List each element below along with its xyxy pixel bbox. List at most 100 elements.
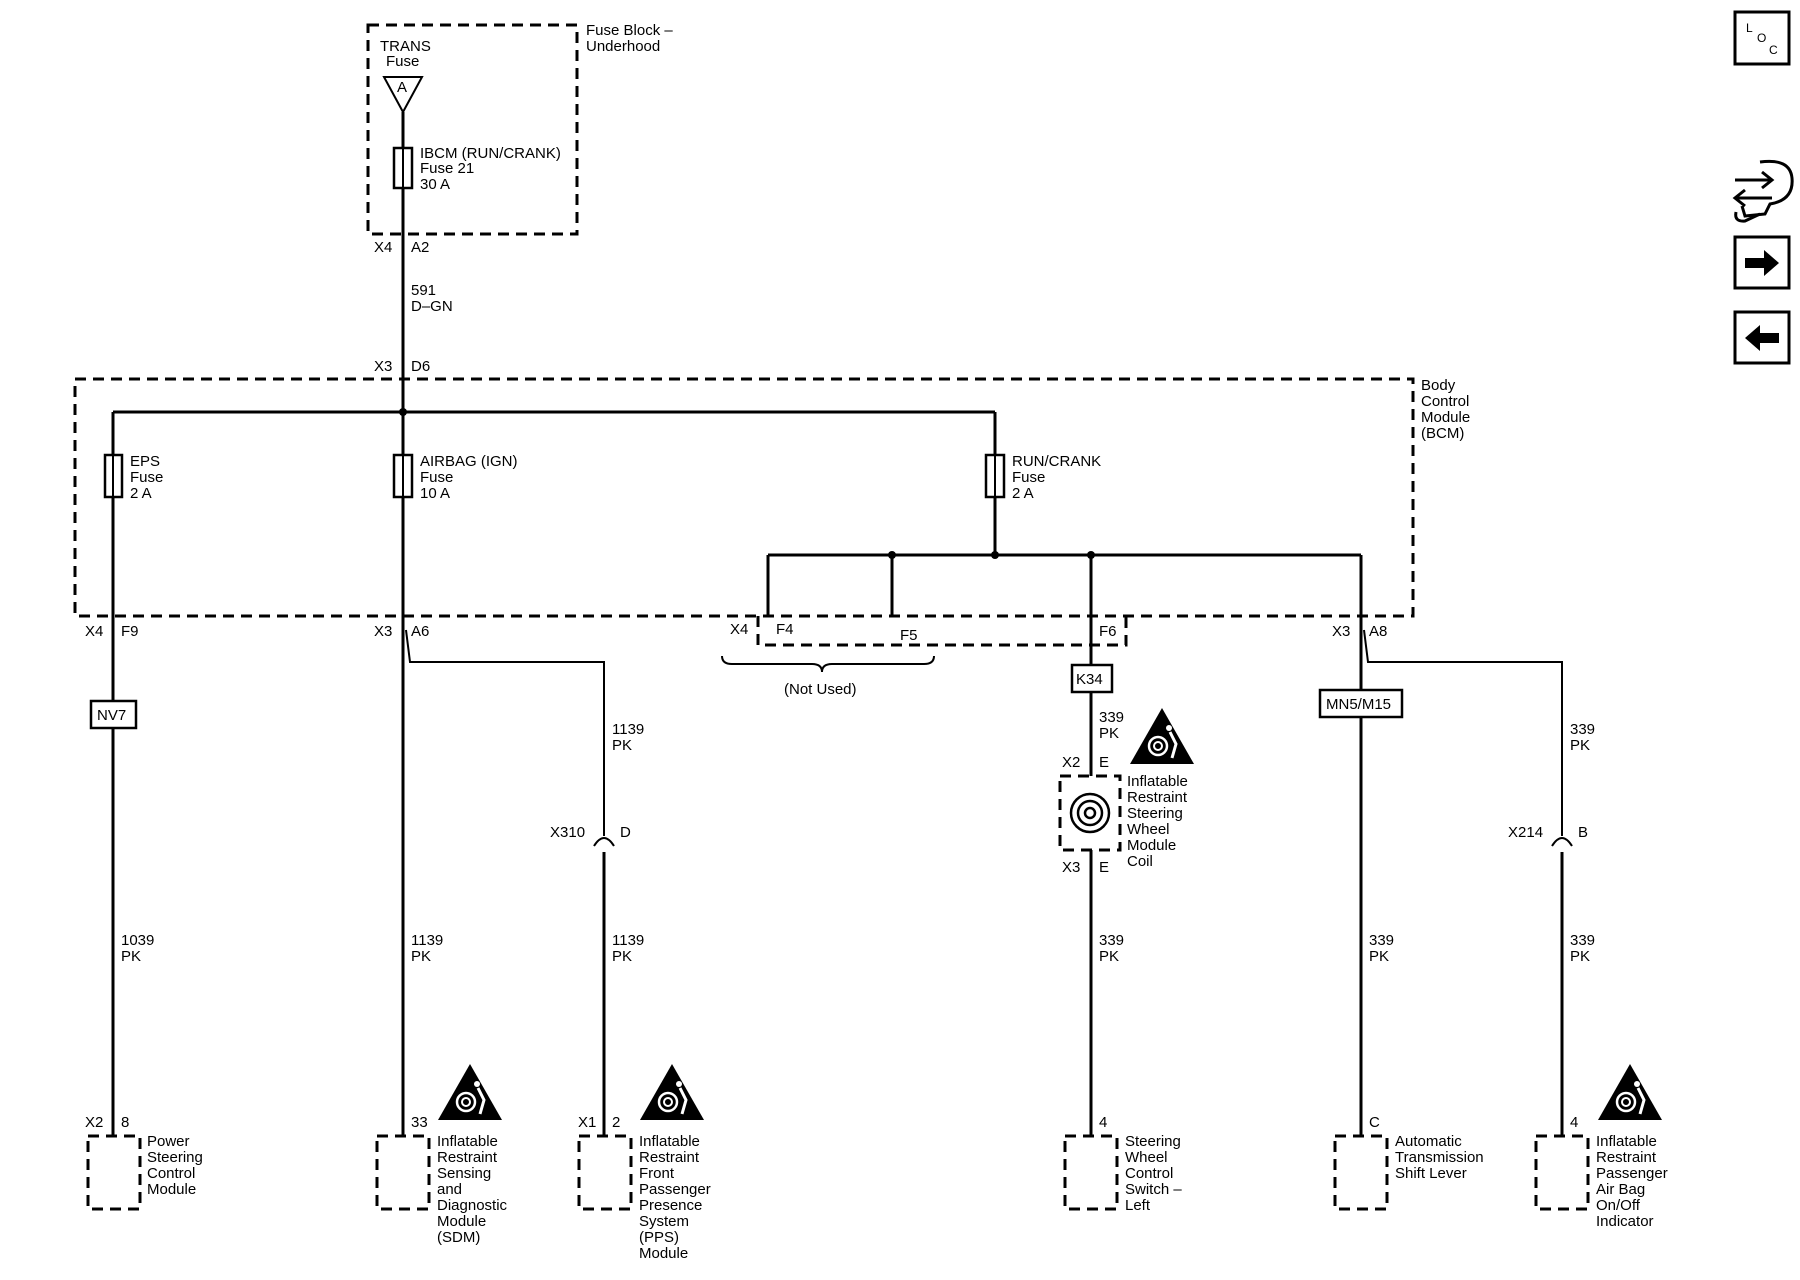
pscm-label-1: Power bbox=[147, 1133, 190, 1150]
pin-f6: F6 bbox=[1099, 623, 1117, 640]
pps-conn: X1 bbox=[578, 1114, 596, 1131]
swcs-label-2: Wheel bbox=[1125, 1149, 1168, 1166]
pps-label-4: Passenger bbox=[639, 1181, 711, 1198]
coil-spiral-icon bbox=[1069, 792, 1111, 834]
wire-1039-color: PK bbox=[121, 948, 141, 965]
fuse-block-title-2: Underhood bbox=[586, 38, 660, 55]
swcs-label-5: Left bbox=[1125, 1197, 1151, 1214]
fuse-block-outline bbox=[366, 23, 579, 236]
pin-f9: F9 bbox=[121, 623, 139, 640]
nv7-option-box bbox=[89, 699, 138, 730]
pin-f5: F5 bbox=[900, 627, 918, 644]
x310-name: X310 bbox=[550, 824, 585, 841]
coil-label-1: Inflatable bbox=[1127, 773, 1188, 790]
coil-bot-pin: E bbox=[1099, 859, 1109, 876]
pin-f9-conn: X4 bbox=[85, 623, 103, 640]
airbag-fuse-label-1: AIRBAG (IGN) bbox=[420, 453, 518, 470]
swcs-label-4: Switch – bbox=[1125, 1181, 1182, 1198]
not-used-label: (Not Used) bbox=[784, 681, 857, 698]
wire-591-color: D–GN bbox=[411, 298, 453, 315]
pps-airbag-warning-icon bbox=[638, 1062, 706, 1122]
wire-339a-color: PK bbox=[1099, 725, 1119, 742]
pin-a6: A6 bbox=[411, 623, 429, 640]
connector-wrench-icon[interactable] bbox=[1732, 159, 1794, 223]
runcrank-fuse-label-2: Fuse bbox=[1012, 469, 1045, 486]
trans-fuse-label-1: TRANS bbox=[380, 38, 431, 55]
fuse-block-conn: X4 bbox=[374, 239, 392, 256]
wire-1139b-circuit: 1139 bbox=[612, 721, 644, 738]
coil-top-conn: X2 bbox=[1062, 754, 1080, 771]
pps-pin: 2 bbox=[612, 1114, 620, 1131]
pps-label-5: Presence bbox=[639, 1197, 702, 1214]
wire-1139a-circuit: 1139 bbox=[411, 932, 443, 949]
eps-fuse-label-2: Fuse bbox=[130, 469, 163, 486]
coil-airbag-warning-icon bbox=[1128, 706, 1196, 766]
pps-label-3: Front bbox=[639, 1165, 675, 1182]
pai-label-5: On/Off bbox=[1596, 1197, 1641, 1214]
wire-339e-color: PK bbox=[1570, 948, 1590, 965]
pai-pin: 4 bbox=[1570, 1114, 1578, 1131]
bcm-in-pin: D6 bbox=[411, 358, 430, 375]
eps-fuse-label-3: 2 A bbox=[130, 485, 152, 502]
pin-f4-conn: X4 bbox=[730, 621, 748, 638]
coil-spiral-core bbox=[1083, 806, 1097, 820]
wire-339c-circuit: 339 bbox=[1369, 932, 1394, 949]
sdm-label-2: Restraint bbox=[437, 1149, 498, 1166]
runcrank-splice-2 bbox=[991, 551, 999, 559]
wire-339d-color: PK bbox=[1570, 737, 1590, 754]
pin-a8: A8 bbox=[1369, 623, 1387, 640]
runcrank-fuse-label-1: RUN/CRANK bbox=[1012, 453, 1101, 470]
swcs-label-1: Steering bbox=[1125, 1133, 1181, 1150]
atsl-label-2: Transmission bbox=[1395, 1149, 1484, 1166]
loc-letter-c: C bbox=[1769, 43, 1778, 57]
coil-top-pin: E bbox=[1099, 754, 1109, 771]
ibcm-fuse-label-2: Fuse 21 bbox=[420, 160, 474, 177]
sdm-label-4: and bbox=[437, 1181, 462, 1198]
pps-label-7: (PPS) bbox=[639, 1229, 679, 1246]
trans-fuse-label-2: Fuse bbox=[386, 53, 419, 70]
pscm-outline bbox=[86, 1134, 142, 1211]
swcs-pin: 4 bbox=[1099, 1114, 1107, 1131]
coil-bot-conn: X3 bbox=[1062, 859, 1080, 876]
arrow-right-icon[interactable] bbox=[1733, 235, 1791, 290]
sdm-label-1: Inflatable bbox=[437, 1133, 498, 1150]
pps-label-2: Restraint bbox=[639, 1149, 700, 1166]
pin-f4: F4 bbox=[776, 621, 794, 638]
trans-fuse-triangle bbox=[382, 76, 424, 115]
airbag-fuse-label-3: 10 A bbox=[420, 485, 450, 502]
ibcm-fuse-label-1: IBCM (RUN/CRANK) bbox=[420, 145, 561, 162]
wire-1139c-color: PK bbox=[612, 948, 632, 965]
bcm-outline bbox=[73, 377, 1415, 618]
coil-spiral-inner bbox=[1076, 799, 1104, 827]
x214-connector-symbol bbox=[1551, 837, 1573, 847]
pps-label-8: Module bbox=[639, 1245, 688, 1262]
pscm-label-4: Module bbox=[147, 1181, 196, 1198]
eps-fuse-label-1: EPS bbox=[130, 453, 160, 470]
pai-outline bbox=[1534, 1134, 1590, 1211]
x310-connector-symbol bbox=[593, 837, 615, 847]
x310-pin: D bbox=[620, 824, 631, 841]
pai-label-6: Indicator bbox=[1596, 1213, 1654, 1230]
runcrank-fuse-label-3: 2 A bbox=[1012, 485, 1034, 502]
bcm-in-conn: X3 bbox=[374, 358, 392, 375]
sdm-outline bbox=[375, 1134, 431, 1211]
coil-outline bbox=[1058, 774, 1122, 852]
loc-icon[interactable]: L O C bbox=[1733, 10, 1791, 66]
airbag-fuse-label-2: Fuse bbox=[420, 469, 453, 486]
pin-a8-conn: X3 bbox=[1332, 623, 1350, 640]
mn5-option-label: MN5/M15 bbox=[1326, 696, 1391, 713]
coil-label-3: Steering bbox=[1127, 805, 1183, 822]
fuse-block-title-1: Fuse Block – bbox=[586, 22, 673, 39]
arrow-left-icon[interactable] bbox=[1733, 310, 1791, 365]
coil-label-5: Module bbox=[1127, 837, 1176, 854]
wire-339e-circuit: 339 bbox=[1570, 932, 1595, 949]
sdm-pin: 33 bbox=[411, 1114, 428, 1131]
coil-label-6: Coil bbox=[1127, 853, 1153, 870]
wire-1039-circuit: 1039 bbox=[121, 932, 154, 949]
bcm-title-2: Control bbox=[1421, 393, 1469, 410]
wire-591-circuit: 591 bbox=[411, 282, 436, 299]
mn5-option-box bbox=[1318, 688, 1404, 719]
atsl-pin: C bbox=[1369, 1114, 1380, 1131]
x214-pin: B bbox=[1578, 824, 1588, 841]
pai-label-2: Restraint bbox=[1596, 1149, 1657, 1166]
